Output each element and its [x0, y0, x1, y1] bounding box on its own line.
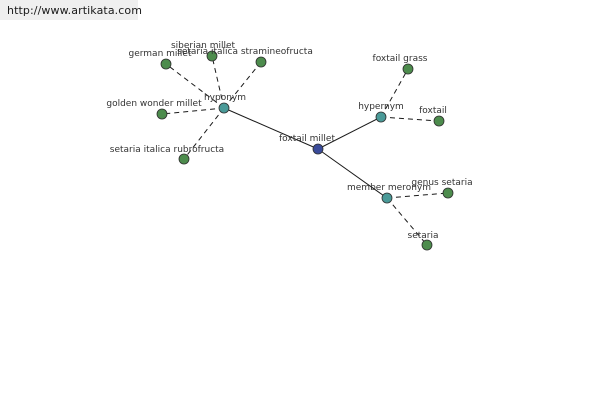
edge-member-meronym-to-genus-setaria [386, 192, 449, 199]
node-marker[interactable] [206, 50, 218, 62]
node-german-millet[interactable]: german millet [129, 49, 192, 70]
node-label: foxtail grass [373, 54, 428, 64]
edge-foxtail-millet-to-hyponym [223, 107, 319, 150]
node-label: setaria italica stramineofructa [177, 47, 313, 57]
node-marker[interactable] [156, 108, 168, 120]
node-label: foxtail millet [279, 134, 335, 144]
node-marker[interactable] [381, 192, 393, 204]
node-foxtail-grass[interactable]: foxtail grass [373, 54, 428, 75]
node-marker[interactable] [433, 115, 445, 127]
node-stramineofructa[interactable]: setaria italica stramineofructa [177, 47, 313, 68]
edge-hyponym-to-german-millet [165, 63, 225, 109]
node-label: setaria [408, 231, 439, 241]
node-foxtail-millet[interactable]: foxtail millet [279, 134, 335, 155]
node-label: golden wonder millet [106, 99, 202, 109]
node-marker[interactable] [442, 187, 454, 199]
node-marker[interactable] [421, 239, 433, 251]
node-label: siberian millet [171, 41, 236, 51]
node-siberian-millet[interactable]: siberian millet [171, 41, 236, 62]
edge-member-meronym-to-setaria [386, 197, 428, 246]
node-marker[interactable] [160, 58, 172, 70]
edges-layer [161, 55, 449, 246]
edge-hyponym-to-stramineofructa [223, 61, 262, 109]
node-genus-setaria[interactable]: genus setaria [411, 178, 473, 199]
edge-hyponym-to-golden-wonder [161, 107, 225, 115]
edge-foxtail-millet-to-member-meronym [317, 148, 388, 199]
node-rubrofructa[interactable]: setaria italica rubrofructa [110, 145, 224, 165]
nodes-layer: foxtail millet hyponym hypernym member mero… [106, 41, 473, 251]
node-label: foxtail [419, 106, 447, 116]
node-golden-wonder[interactable]: golden wonder millet [106, 99, 202, 120]
node-label: setaria italica rubrofructa [110, 145, 224, 155]
watermark-banner: http://www.artikata.com [0, 0, 142, 20]
edge-hypernym-to-foxtail-grass [380, 68, 409, 118]
node-marker[interactable] [255, 56, 267, 68]
node-marker[interactable] [218, 102, 230, 114]
node-marker[interactable] [178, 153, 190, 165]
node-label: hypernym [358, 102, 404, 112]
edge-foxtail-millet-to-hypernym [317, 116, 382, 150]
node-marker[interactable] [312, 143, 324, 155]
node-label: hyponym [204, 93, 246, 103]
node-hypernym[interactable]: hypernym [358, 102, 404, 123]
watermark-text: http://www.artikata.com [7, 4, 143, 17]
node-marker[interactable] [402, 63, 414, 75]
node-member-meronym[interactable]: member meronym [347, 183, 431, 204]
node-hyponym[interactable]: hyponym [204, 93, 246, 114]
node-label: genus setaria [411, 178, 472, 188]
node-setaria[interactable]: setaria [408, 231, 439, 251]
node-label: german millet [129, 49, 192, 59]
node-foxtail[interactable]: foxtail [419, 106, 447, 127]
node-label: member meronym [347, 183, 431, 193]
edge-hyponym-to-rubrofructa [183, 107, 225, 160]
node-marker[interactable] [375, 111, 387, 123]
edge-hypernym-to-foxtail [380, 116, 440, 122]
